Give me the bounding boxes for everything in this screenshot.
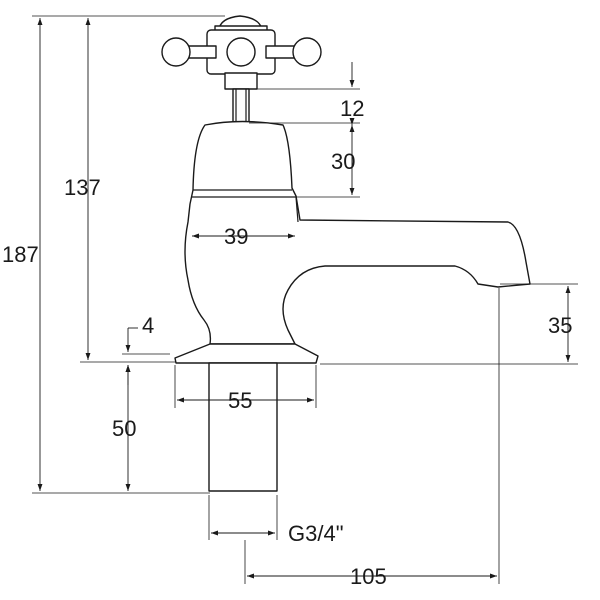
handle-ball-left [161,37,191,67]
dim-label-body-width: 39 [224,224,248,249]
dim-label-thread-size: G3/4" [288,521,344,546]
dim-label-overall-height: 187 [2,242,39,267]
handle-arm-right [265,45,297,59]
dim-label-spout-clearance: 35 [548,313,572,338]
handle-neck [224,72,258,90]
base-flange [174,343,319,364]
handle-ball-right [292,37,322,67]
dim-label-shank-length: 50 [112,416,136,441]
dim-label-body-height: 137 [64,175,101,200]
dim-label-projection: 105 [350,564,387,589]
tap-outline [161,15,531,492]
dimensions: 187 137 12 30 39 4 50 55 [2,15,578,589]
shank [208,362,278,492]
dim-label-stem-height: 12 [340,96,364,121]
handle-ball-center [226,37,256,67]
dim-label-base-thickness: 4 [142,313,154,338]
tap-body [184,120,531,345]
dim-label-base-width: 55 [228,388,252,413]
dim-label-collar-height: 30 [331,149,355,174]
